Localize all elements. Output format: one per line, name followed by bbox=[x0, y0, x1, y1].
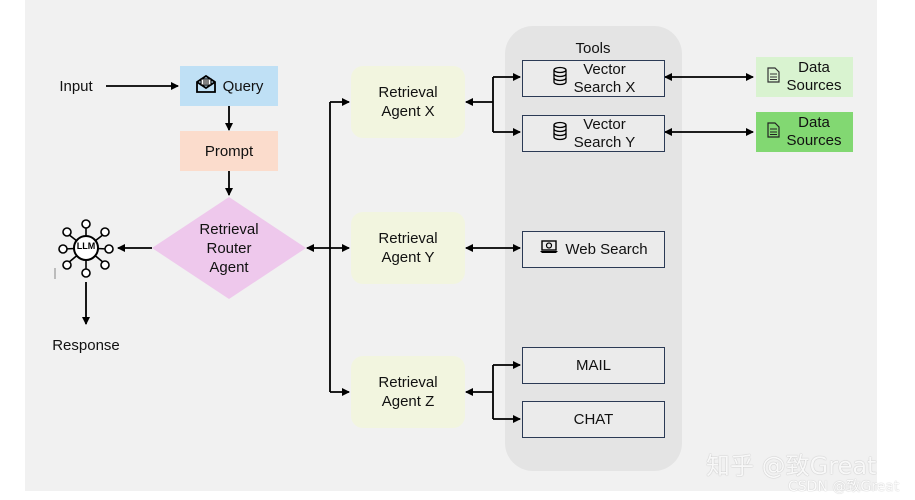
agent-x: Retrieval Agent X bbox=[351, 66, 465, 138]
agent-z: Retrieval Agent Z bbox=[351, 356, 465, 428]
agent-z-label-1: Retrieval bbox=[378, 374, 438, 391]
database-icon bbox=[552, 121, 568, 146]
vector-search-y: Vector Search Y bbox=[522, 115, 665, 152]
mail-label: MAIL bbox=[575, 357, 611, 374]
mail-tool: MAIL bbox=[522, 347, 665, 384]
laptop-icon bbox=[539, 239, 559, 260]
document-icon bbox=[767, 66, 781, 88]
agent-y: Retrieval Agent Y bbox=[351, 212, 465, 284]
envelope-icon bbox=[195, 74, 217, 99]
vector-x-label-1: Vector bbox=[583, 60, 626, 78]
router-label-2: Router bbox=[206, 239, 252, 257]
tools-title: Tools bbox=[575, 39, 611, 57]
data-sources-1: Data Sources bbox=[756, 57, 853, 97]
router-label-1: Retrieval bbox=[199, 220, 259, 238]
response-label: Response bbox=[52, 336, 120, 354]
agent-x-label-1: Retrieval bbox=[378, 84, 438, 101]
query-node: Query bbox=[180, 66, 278, 106]
data-sources-1-label-1: Data bbox=[798, 59, 830, 76]
input-label: Input bbox=[59, 77, 93, 95]
chat-tool: CHAT bbox=[522, 401, 665, 438]
llm-label: LLM bbox=[76, 241, 96, 251]
router-label-3: Agent bbox=[209, 258, 249, 276]
prompt-node: Prompt bbox=[180, 131, 278, 171]
data-sources-2-label-2: Sources bbox=[786, 132, 842, 149]
data-sources-2-label-1: Data bbox=[798, 114, 830, 131]
prompt-label: Prompt bbox=[204, 142, 254, 160]
chat-label: CHAT bbox=[573, 411, 614, 428]
agent-y-label-2: Agent Y bbox=[381, 249, 435, 266]
router-diamond bbox=[152, 197, 306, 299]
vector-x-label-2: Search X bbox=[573, 78, 636, 96]
query-label: Query bbox=[222, 77, 264, 95]
database-icon bbox=[552, 66, 568, 91]
zhihu-watermark: 知乎 @致Great bbox=[706, 452, 877, 480]
vector-search-x: Vector Search X bbox=[522, 60, 665, 97]
data-sources-1-label-2: Sources bbox=[786, 77, 842, 94]
web-search-tool: Web Search bbox=[522, 231, 665, 268]
vector-y-label-2: Search Y bbox=[573, 133, 636, 151]
csdn-watermark: CSDN @致Great bbox=[788, 479, 900, 495]
data-sources-2: Data Sources bbox=[756, 112, 853, 152]
agent-x-label-2: Agent X bbox=[381, 103, 435, 120]
network-hub-icon: LLM bbox=[58, 218, 114, 278]
vector-y-label-1: Vector bbox=[583, 115, 626, 133]
agent-z-label-2: Agent Z bbox=[381, 393, 435, 410]
agent-y-label-1: Retrieval bbox=[378, 230, 438, 247]
document-icon bbox=[767, 121, 781, 143]
router-node: Retrieval Router Agent bbox=[182, 219, 276, 277]
web-search-label: Web Search bbox=[565, 241, 648, 258]
